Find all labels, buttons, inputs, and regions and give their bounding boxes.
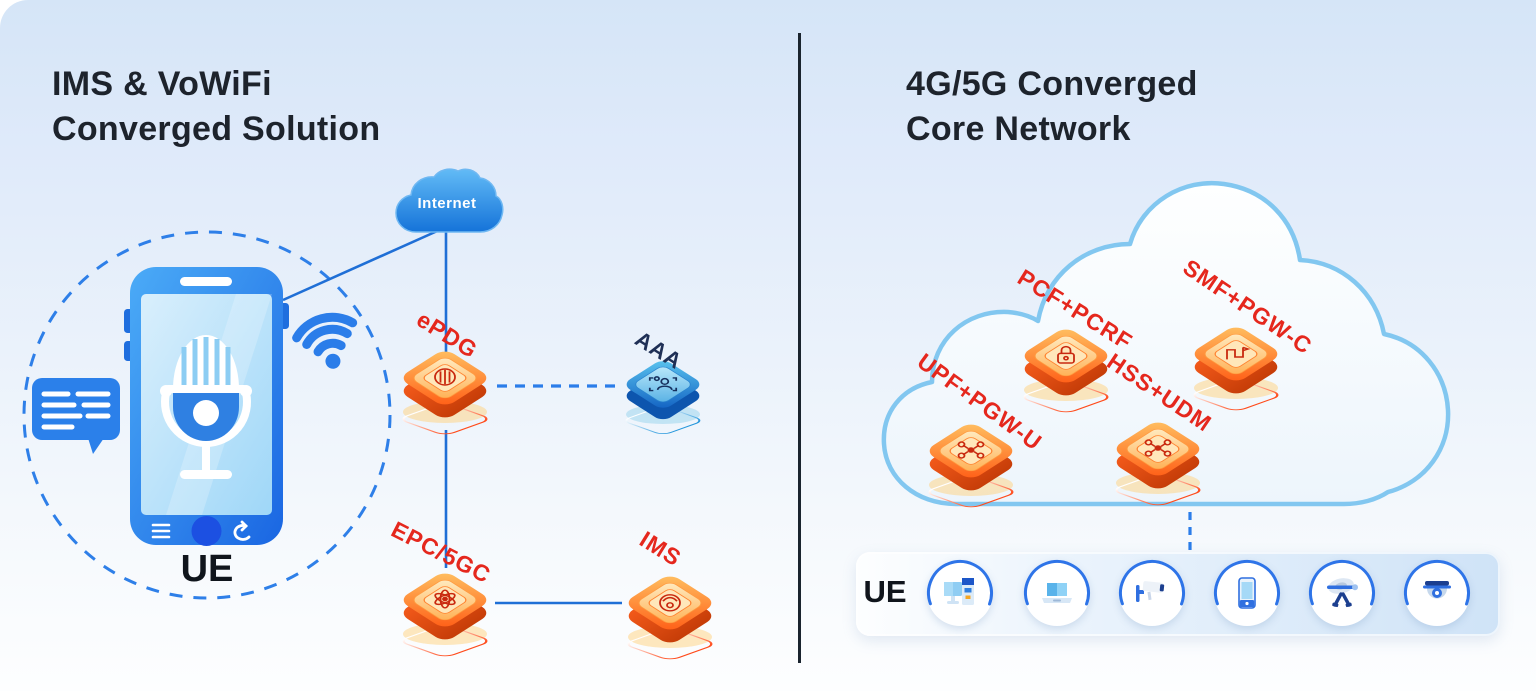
drone-icon	[957, 441, 985, 459]
node-box-ims	[622, 571, 718, 663]
cctv-camera-icon	[1136, 581, 1165, 602]
user-icon	[648, 376, 678, 392]
node-box-smf-pgw-c	[1188, 322, 1284, 414]
device-circle	[1214, 560, 1280, 626]
atom-icon	[434, 589, 456, 609]
node-box-upf-pgw-u	[923, 419, 1019, 511]
dashed-coverage-circle	[22, 230, 392, 600]
node-box-pcf-pcrf	[1018, 324, 1114, 416]
ue-label-left: UE	[180, 548, 234, 590]
route-icon	[1226, 346, 1251, 360]
handset-icon	[659, 594, 681, 612]
device-ring	[1214, 560, 1280, 626]
core-network-cloud	[881, 180, 1451, 507]
drone-icon	[1144, 439, 1172, 457]
internet-cloud-icon	[395, 168, 504, 233]
device-circle	[1404, 560, 1470, 626]
right-title-line1: 4G/5G Converged	[906, 65, 1198, 103]
phone-back-icon	[233, 520, 251, 541]
device-ring	[1119, 560, 1185, 626]
connector-phone-internet	[282, 226, 445, 302]
device-ring	[1404, 560, 1470, 626]
lock-icon	[1057, 345, 1075, 364]
smartphone-illustration	[124, 267, 289, 546]
section-divider	[798, 33, 801, 663]
left-panel-title: IMS & VoWiFi Converged Solution	[52, 62, 380, 152]
right-title-line2: Core Network	[906, 110, 1131, 148]
ue-label-right: UE	[863, 574, 907, 609]
laptop-icon	[1042, 581, 1072, 603]
internet-cloud-label: Internet	[417, 195, 477, 212]
node-box-aaa	[620, 357, 706, 437]
node-box-epc-5gc	[397, 568, 493, 660]
device-ring	[1024, 560, 1090, 626]
microphone-icon	[160, 335, 252, 479]
device-ring	[1309, 560, 1375, 626]
node-box-hss-udm	[1110, 417, 1206, 509]
phone-menu-icon	[151, 523, 171, 539]
wifi-icon	[292, 312, 358, 369]
smartphone-icon	[1238, 577, 1256, 609]
left-title-line1: IMS & VoWiFi	[52, 65, 272, 103]
phone-speaker	[180, 277, 232, 286]
desktop-computer-icon	[944, 578, 974, 605]
firewall-icon	[434, 368, 456, 386]
device-circle	[1024, 560, 1090, 626]
device-ring	[927, 560, 993, 626]
device-circle	[1309, 560, 1375, 626]
dome-camera-icon	[1423, 581, 1451, 599]
right-panel-title: 4G/5G Converged Core Network	[906, 62, 1198, 152]
device-circle	[927, 560, 993, 626]
node-box-epdg	[397, 346, 493, 438]
device-circle	[1119, 560, 1185, 626]
left-title-line2: Converged Solution	[52, 110, 381, 148]
chat-bubble-icon	[32, 378, 120, 454]
phone-home-button	[191, 516, 222, 546]
satellite-antenna-icon	[1327, 578, 1358, 608]
